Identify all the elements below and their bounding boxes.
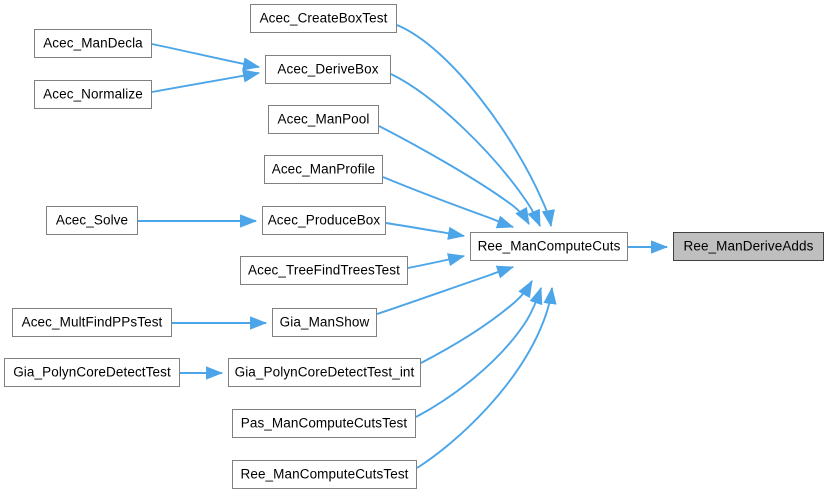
graph-node-gia_manshow[interactable]: Gia_ManShow	[272, 308, 377, 337]
graph-node-label: Acec_ManPool	[277, 111, 370, 127]
graph-edge-acec_normalize-to-acec_derivebox	[151, 69, 261, 93]
graph-edge-acec_manprofile-to-ree_mancomputecuts	[382, 176, 515, 229]
graph-node-label: Acec_Normalize	[43, 86, 143, 102]
graph-node-label: Pas_ManComputeCutsTest	[240, 415, 408, 431]
graph-node-ree_mancomputecuts[interactable]: Ree_ManComputeCuts	[470, 232, 628, 261]
graph-edge-acec_mandecla-to-acec_derivebox	[151, 43, 261, 71]
graph-node-acec_manpool[interactable]: Acec_ManPool	[268, 105, 379, 134]
graph-node-label: Acec_DeriveBox	[277, 61, 379, 77]
graph-node-label: Gia_PolynCoreDetectTest_int	[234, 364, 415, 380]
graph-node-acec_mandecla[interactable]: Acec_ManDecla	[34, 29, 152, 58]
graph-node-label: Acec_MultFindPPsTest	[21, 314, 163, 330]
graph-node-acec_treefindtreestest[interactable]: Acec_TreeFindTreesTest	[240, 256, 408, 285]
graph-node-ree_manderiveadds[interactable]: Ree_ManDeriveAdds	[673, 232, 824, 261]
graph-node-label: Acec_Solve	[55, 212, 129, 228]
graph-node-label: Acec_TreeFindTreesTest	[247, 262, 400, 278]
graph-node-label: Acec_ManDecla	[43, 35, 143, 51]
graph-edge-acec_createboxtest-to-ree_mancomputecuts	[396, 24, 555, 228]
graph-edge-gia_polyncoredetecttestint-to-ree_mancomputecuts	[420, 280, 533, 364]
graph-edge-acec_treefindtreestest-to-ree_mancomputecuts	[407, 253, 466, 269]
graph-node-label: Gia_PolynCoreDetectTest	[13, 364, 171, 380]
graph-node-label: Acec_ManProfile	[271, 161, 376, 177]
graph-node-label: Acec_CreateBoxTest	[259, 10, 388, 26]
graph-node-acec_solve[interactable]: Acec_Solve	[46, 206, 138, 235]
graph-node-pas_mancomputecutstest[interactable]: Pas_ManComputeCutsTest	[232, 409, 416, 438]
graph-node-label: Acec_ProduceBox	[267, 212, 381, 228]
graph-node-acec_createboxtest[interactable]: Acec_CreateBoxTest	[250, 4, 397, 33]
graph-edge-acec_derivebox-to-ree_mancomputecuts	[390, 73, 541, 228]
graph-node-label: Ree_ManComputeCuts	[477, 238, 621, 254]
graph-node-acec_derivebox[interactable]: Acec_DeriveBox	[265, 55, 391, 84]
graph-node-label: Ree_ManComputeCutsTest	[240, 466, 409, 482]
graph-node-acec_manprofile[interactable]: Acec_ManProfile	[264, 155, 383, 184]
graph-node-acec_normalize[interactable]: Acec_Normalize	[34, 80, 152, 109]
graph-edge-pas_mancomputecutstest-to-ree_mancomputecuts	[415, 286, 543, 418]
graph-node-label: Ree_ManDeriveAdds	[683, 238, 814, 254]
graph-node-label: Gia_ManShow	[279, 314, 370, 330]
graph-edge-ree_mancomputecutstest-to-ree_mancomputecuts	[416, 286, 557, 469]
graph-node-ree_mancomputecutstest[interactable]: Ree_ManComputeCutsTest	[232, 460, 417, 489]
graph-node-acec_producebox[interactable]: Acec_ProduceBox	[262, 206, 386, 235]
graph-node-acec_multfindppstest[interactable]: Acec_MultFindPPsTest	[12, 308, 172, 337]
graph-edge-acec_manpool-to-ree_mancomputecuts	[378, 125, 530, 225]
graph-edge-acec_producebox-to-ree_mancomputecuts	[385, 222, 466, 240]
graph-node-gia_polyncoredetecttestint[interactable]: Gia_PolynCoreDetectTest_int	[228, 358, 421, 387]
graph-node-gia_polyncoredetecttest[interactable]: Gia_PolynCoreDetectTest	[4, 358, 180, 387]
